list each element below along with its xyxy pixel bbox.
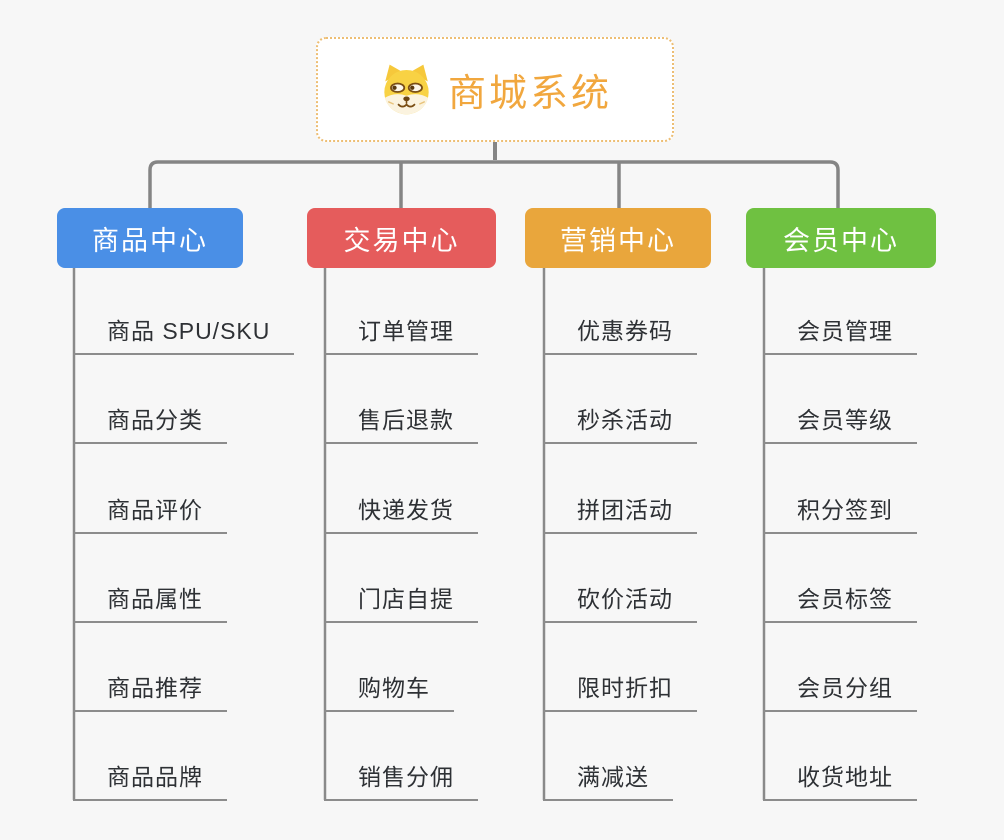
leaf-item: 会员分组	[763, 623, 1004, 712]
leaf-item: 会员管理	[763, 266, 1004, 356]
branch-label: 商品中心	[92, 225, 208, 256]
leaf-item: 会员等级	[763, 355, 1004, 445]
leaf-item: 优惠券码	[543, 266, 813, 356]
leaf-label[interactable]: 优惠券码	[543, 312, 697, 356]
leaf-label[interactable]: 商品 SPU/SKU	[73, 312, 295, 356]
leaf-label[interactable]: 会员管理	[763, 312, 917, 356]
leaf-item: 商品评价	[73, 444, 343, 534]
leaf-item: 购物车	[324, 623, 594, 712]
branch-node-product-center[interactable]: 商品中心	[57, 208, 243, 268]
leaf-item: 限时折扣	[543, 623, 813, 712]
leaf-label[interactable]: 会员标签	[763, 580, 917, 623]
branch-label: 营销中心	[560, 225, 676, 256]
leaf-item: 销售分佣	[324, 712, 594, 802]
leaf-label[interactable]: 订单管理	[324, 312, 478, 356]
branch-node-trade-center[interactable]: 交易中心	[307, 208, 496, 268]
leaf-item: 商品品牌	[73, 712, 343, 802]
leaf-label[interactable]: 会员等级	[763, 401, 917, 445]
leaf-item: 快递发货	[324, 444, 594, 534]
leaf-item: 拼团活动	[543, 444, 813, 534]
leaf-label[interactable]: 积分签到	[763, 491, 917, 534]
branch-node-member-center[interactable]: 会员中心	[746, 208, 936, 268]
leaf-label[interactable]: 商品属性	[73, 580, 227, 623]
branch-column-trade: 订单管理 售后退款 快递发货 门店自提 购物车 销售分佣	[324, 266, 594, 802]
leaf-item: 门店自提	[324, 534, 594, 623]
branch-label: 交易中心	[343, 225, 460, 256]
leaf-label[interactable]: 商品品牌	[73, 758, 227, 802]
leaf-item: 会员标签	[763, 534, 1004, 623]
leaf-item: 积分签到	[763, 444, 1004, 534]
branch-column-product: 商品 SPU/SKU 商品分类 商品评价 商品属性 商品推荐 商品品牌	[73, 266, 343, 802]
leaf-label[interactable]: 拼团活动	[543, 491, 697, 534]
leaf-label[interactable]: 收货地址	[763, 758, 917, 802]
leaf-item: 商品属性	[73, 534, 343, 623]
branch-label: 会员中心	[783, 225, 899, 256]
leaf-item: 满减送	[543, 712, 813, 802]
leaf-item: 砍价活动	[543, 534, 813, 623]
leaf-label[interactable]: 快递发货	[324, 491, 478, 534]
branch-column-marketing: 优惠券码 秒杀活动 拼团活动 砍价活动 限时折扣 满减送	[543, 266, 813, 802]
leaf-item: 商品 SPU/SKU	[73, 266, 343, 356]
leaf-label[interactable]: 门店自提	[324, 580, 478, 623]
leaf-label[interactable]: 砍价活动	[543, 580, 697, 623]
branch-node-marketing-center[interactable]: 营销中心	[525, 208, 711, 268]
root-node[interactable]: 商城系统	[316, 37, 674, 142]
leaf-label[interactable]: 商品分类	[73, 401, 227, 445]
leaf-label[interactable]: 限时折扣	[543, 669, 697, 712]
leaf-label[interactable]: 购物车	[324, 669, 454, 712]
leaf-label[interactable]: 售后退款	[324, 401, 478, 445]
leaf-item: 收货地址	[763, 712, 1004, 802]
leaf-label[interactable]: 商品推荐	[73, 669, 227, 712]
leaf-item: 订单管理	[324, 266, 594, 356]
leaf-label[interactable]: 会员分组	[763, 669, 917, 712]
leaf-label[interactable]: 秒杀活动	[543, 401, 697, 445]
leaf-item: 商品分类	[73, 355, 343, 445]
leaf-label[interactable]: 商品评价	[73, 491, 227, 534]
leaf-item: 商品推荐	[73, 623, 343, 712]
leaf-item: 售后退款	[324, 355, 594, 445]
leaf-item: 秒杀活动	[543, 355, 813, 445]
leaf-label[interactable]: 满减送	[543, 758, 673, 802]
dog-face-icon	[384, 64, 429, 115]
root-title: 商城系统	[447, 73, 612, 115]
branch-column-member: 会员管理 会员等级 积分签到 会员标签 会员分组 收货地址	[763, 266, 1004, 802]
leaf-label[interactable]: 销售分佣	[324, 758, 478, 802]
